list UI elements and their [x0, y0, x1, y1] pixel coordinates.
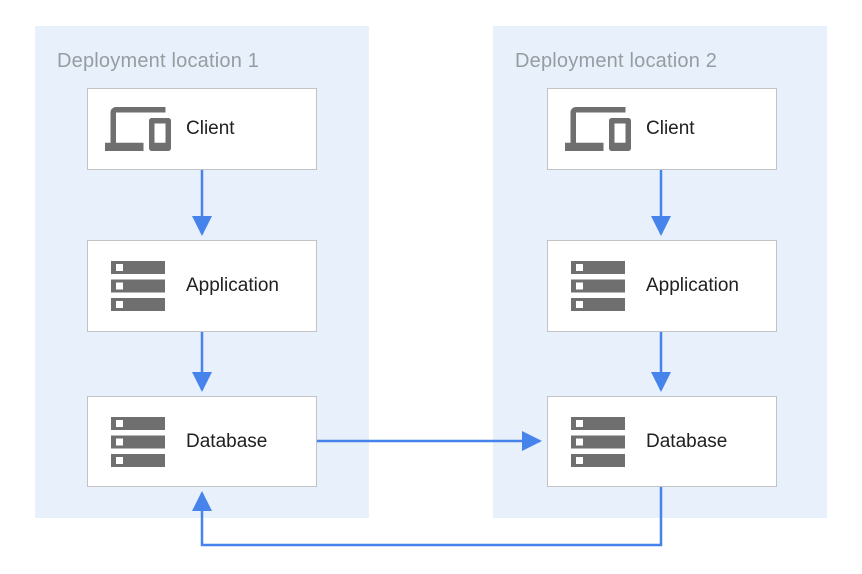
- devices-icon: [102, 96, 174, 162]
- node-application-1: Application: [87, 240, 317, 332]
- node-label: Database: [646, 430, 728, 452]
- deployment-location-2-title: Deployment location 2: [515, 50, 718, 72]
- node-database-2: Database: [547, 396, 777, 487]
- devices-icon: [562, 96, 634, 162]
- node-label: Client: [186, 118, 235, 139]
- node-client-1: Client: [87, 88, 317, 170]
- node-application-2: Application: [547, 240, 777, 332]
- server-stack-icon: [102, 416, 174, 467]
- deployment-location-1-title: Deployment location 1: [57, 50, 260, 72]
- node-label: Application: [646, 275, 739, 296]
- node-label: Database: [186, 430, 268, 452]
- server-stack-icon: [102, 261, 174, 311]
- node-database-1: Database: [87, 396, 317, 487]
- node-label: Application: [186, 275, 279, 296]
- node-client-2: Client: [547, 88, 777, 170]
- server-stack-icon: [562, 416, 634, 467]
- server-stack-icon: [562, 261, 634, 311]
- node-label: Client: [646, 118, 695, 139]
